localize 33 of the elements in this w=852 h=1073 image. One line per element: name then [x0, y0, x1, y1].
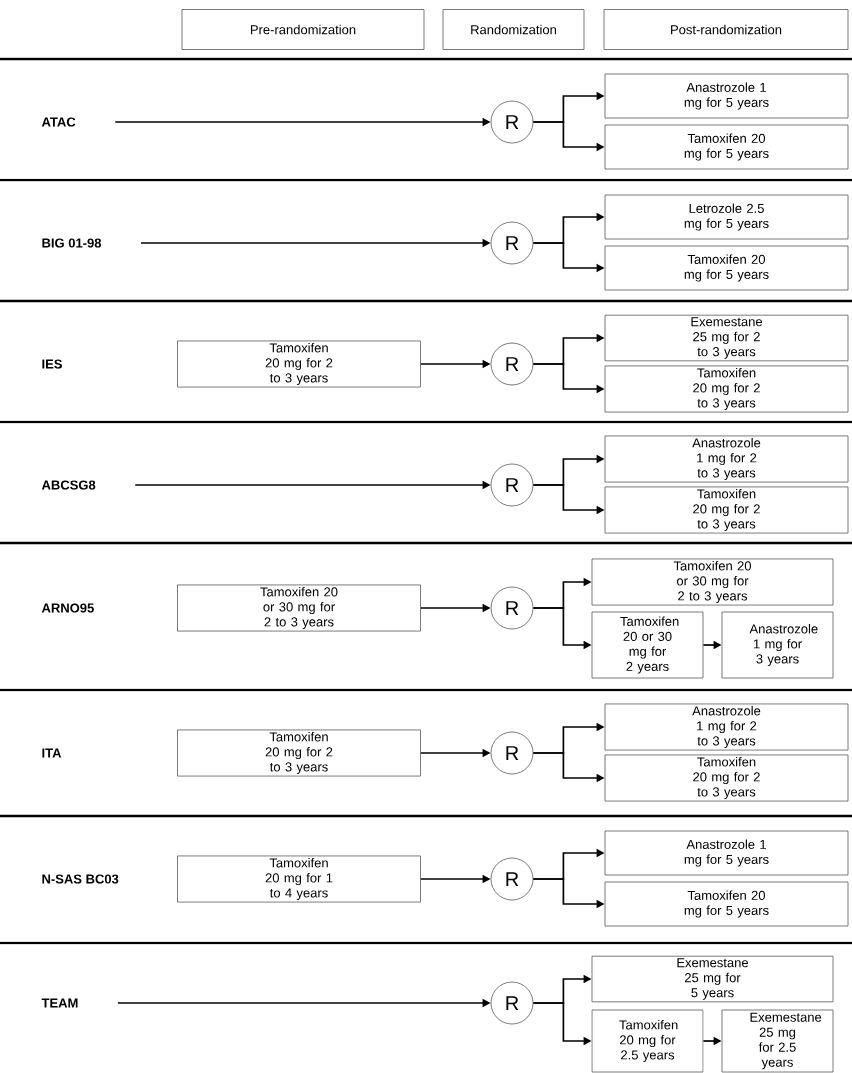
- treatment-box: Tamoxifen 20 mg for 2 to 3 years: [604, 754, 849, 802]
- trial-label: ATAC: [41, 117, 76, 127]
- trial-label: ABCSG8: [41, 480, 96, 490]
- treatment-box: Tamoxifen 20 mg for 1 to 4 years: [177, 855, 421, 903]
- treatment-box: Tamoxifen 20 mg for 2 to 3 years: [177, 729, 421, 777]
- treatment-box: Anastrozole 1 mg for 5 years: [604, 830, 849, 876]
- treatment-box: Letrozole 2.5 mg for 5 years: [604, 194, 849, 240]
- trial-label: ARNO95: [41, 603, 94, 613]
- treatment-box: Tamoxifen 20 mg for 5 years: [604, 245, 849, 291]
- treatment-box: Tamoxifen 20 mg for 2 to 3 years: [604, 365, 849, 413]
- treatment-box: Anastrozole 1 mg for 2 to 3 years: [604, 435, 849, 483]
- header-box: Post-randomization: [603, 9, 849, 50]
- trial-label: TEAM: [41, 998, 78, 1008]
- trial-label: IES: [42, 359, 62, 369]
- treatment-box: Exemestane 25 mg for 2 to 3 years: [604, 314, 849, 362]
- treatment-box: Tamoxifen 20 mg for 5 years: [604, 881, 849, 927]
- header-box: Pre-randomization: [181, 9, 425, 50]
- treatment-box: Tamoxifen 20 mg for 5 years: [604, 124, 849, 170]
- treatment-box: Exemestane 25 mg for 2.5 years: [721, 1009, 834, 1073]
- treatment-box: Tamoxifen 20 or 30 mg for 2 years: [591, 611, 704, 679]
- header-box: Randomization: [442, 9, 585, 50]
- treatment-box: Tamoxifen 20 or 30 mg for 2 to 3 years: [177, 584, 421, 632]
- treatment-box: Tamoxifen 20 mg for 2.5 years: [591, 1009, 704, 1073]
- treatment-box: Tamoxifen 20 mg for 2 to 3 years: [604, 486, 849, 534]
- treatment-box: Anastrozole 1 mg for 2 to 3 years: [604, 703, 849, 751]
- trial-label: N-SAS BC03: [42, 874, 119, 884]
- treatment-box: Anastrozole 1 mg for 5 years: [604, 73, 849, 119]
- treatment-box: Tamoxifen 20 or 30 mg for 2 to 3 years: [591, 558, 834, 606]
- treatment-box: Anastrozole 1 mg for 3 years: [721, 611, 834, 679]
- treatment-box: Exemestane 25 mg for 5 years: [591, 955, 834, 1003]
- trial-label: BIG 01-98: [42, 238, 102, 248]
- treatment-box: Tamoxifen 20 mg for 2 to 3 years: [177, 340, 421, 388]
- trial-label: ITA: [42, 748, 62, 758]
